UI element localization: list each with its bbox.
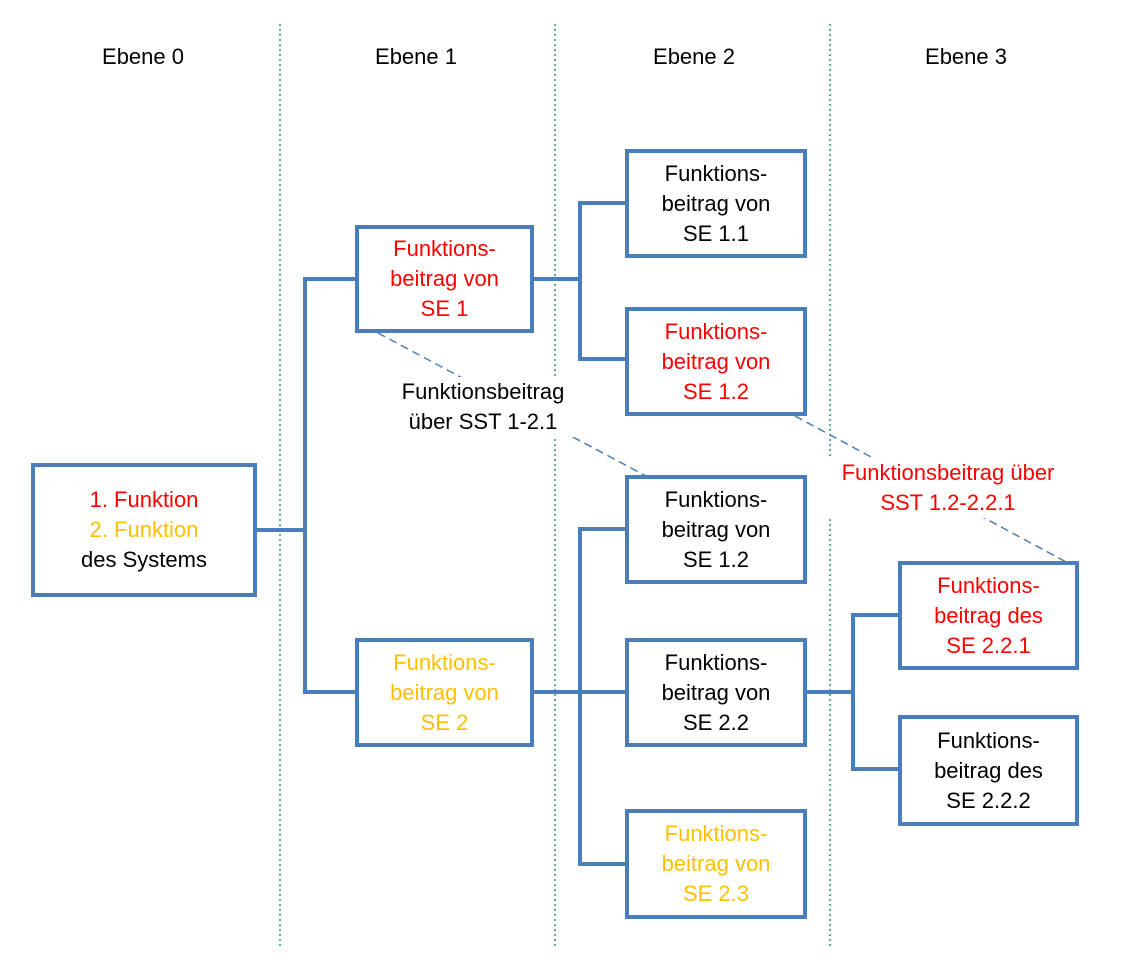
annotation-sst-1-2-2-2-1: Funktionsbeitrag über SST 1.2-2.2.1	[820, 458, 1076, 518]
box-se-2-2-2: Funktions-beitrag des SE 2.2.2	[898, 715, 1079, 826]
box-se-2-2-1: Funktions-beitrag des SE 2.2.1	[898, 561, 1079, 670]
annotation-line: SST 1.2-2.2.1	[880, 490, 1016, 515]
box-text-line: Funktions-	[937, 572, 1040, 598]
level-header-1: Ebene 1	[375, 44, 457, 69]
box-text-line: Funktions-	[664, 649, 768, 675]
box-text-line: Funktions-	[664, 821, 768, 846]
box-text-line: beitrag von	[390, 679, 499, 705]
box-text-line: 2. Funktion	[89, 517, 199, 542]
box-text-line: Funktions-	[664, 160, 768, 186]
box-text-line: SE 2.3	[682, 881, 750, 906]
box-se-2-2: Funktions-beitrag von SE 2.2	[625, 638, 807, 747]
box-text-line: SE 1	[420, 296, 469, 321]
box-text-line: SE 1.1	[682, 220, 750, 246]
box-text-line: beitrag von	[661, 516, 771, 542]
box-text-line: SE 2.2.2	[946, 787, 1031, 813]
box-text-line: beitrag von	[390, 266, 499, 291]
box-text-line: SE 2.2.1	[946, 632, 1031, 658]
annotation-line: über SST 1-2.1	[408, 409, 558, 434]
box-text-line: beitrag von	[661, 348, 771, 374]
box-text-line: beitrag von	[661, 190, 771, 216]
box-text-line: SE 1.2	[682, 546, 750, 572]
box-text-line: SE 2	[420, 709, 469, 735]
level-header-2: Ebene 2	[653, 44, 735, 69]
box-se-2-3: Funktions-beitrag von SE 2.3	[625, 809, 807, 919]
box-text-line: beitrag von	[661, 851, 771, 876]
box-text-line: SE 2.2	[682, 709, 750, 735]
box-se-2-1: Funktions-beitrag von SE 1.2	[625, 475, 807, 584]
box-text-line: beitrag von	[661, 679, 771, 705]
box-text-line: des Systems	[81, 547, 207, 572]
box-text-line: Funktions-	[393, 649, 496, 675]
box-se-1: Funktions-beitrag von SE 1	[355, 225, 534, 333]
box-se-1-2: Funktions-beitrag von SE 1.2	[625, 307, 807, 416]
level-header-0: Ebene 0	[102, 44, 184, 69]
box-text-line: Funktions-	[664, 486, 768, 512]
box-system: 1. Funktion 2. Funktion des Systems	[31, 463, 257, 597]
box-se-1-1: Funktions-beitrag von SE 1.1	[625, 149, 807, 258]
level-header-3: Ebene 3	[925, 44, 1007, 69]
box-text-line: beitrag des	[934, 757, 1043, 783]
box-text-line: 1. Funktion	[89, 487, 199, 512]
annotation-line: Funktionsbeitrag über	[841, 460, 1055, 485]
box-se-2: Funktions-beitrag von SE 2	[355, 638, 534, 747]
box-text-line: Funktions-	[664, 318, 768, 344]
interface-dashed-line	[377, 332, 647, 477]
box-text-line: Funktions-	[393, 236, 496, 261]
box-text-line: beitrag des	[934, 602, 1043, 628]
box-text-line: Funktions-	[937, 727, 1040, 753]
annotation-sst-1-2-1: Funktionsbeitrag über SST 1-2.1	[383, 377, 583, 437]
annotation-line: Funktionsbeitrag	[401, 379, 565, 404]
box-text-line: SE 1.2	[682, 378, 750, 404]
